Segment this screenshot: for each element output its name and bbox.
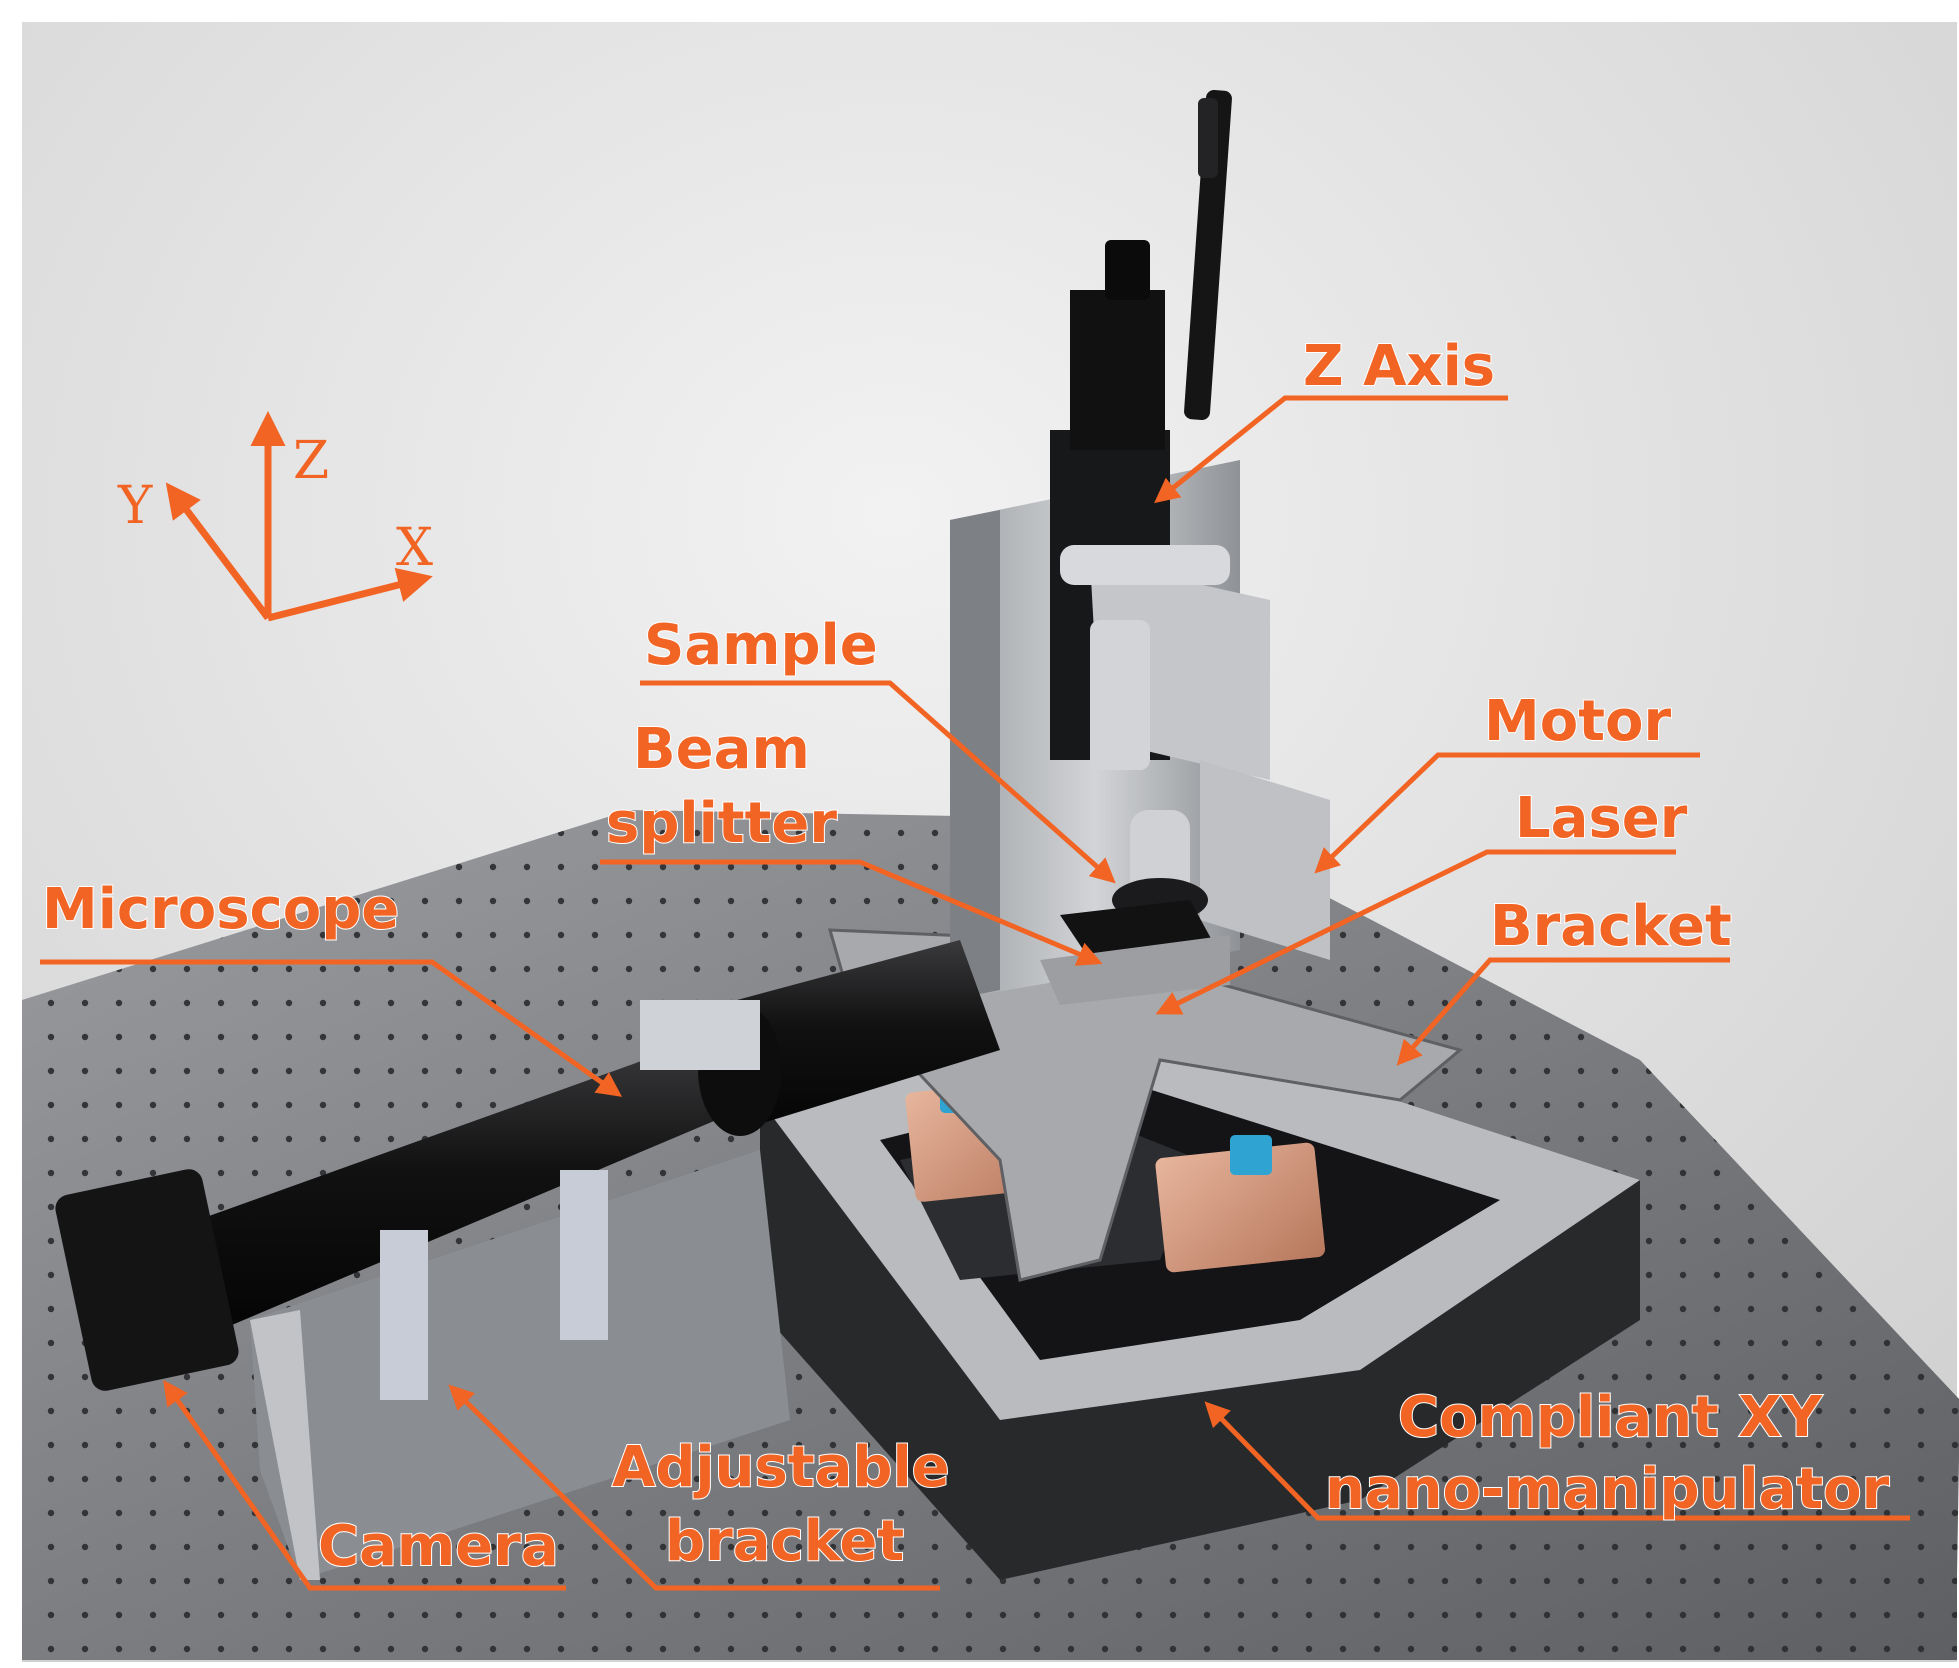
coordinate-axes: Z Y X [117,411,433,622]
label-compliant-line2: nano-manipulator [1325,1457,1890,1522]
callout-labels: Z Axis Sample Beam splitter Motor Laser … [41,333,1891,1580]
label-bracket: Bracket [1490,894,1732,959]
leader-compliant [1204,1401,1910,1521]
leader-motor [1314,752,1700,874]
z-stage [1050,90,1330,960]
axis-label-y: Y [117,476,153,536]
y-axis-arrow [165,482,271,621]
label-beam-splitter-line2: splitter [606,791,837,856]
label-motor: Motor [1484,689,1671,754]
label-microscope: Microscope [42,877,399,942]
leader-z-axis [1154,395,1508,504]
label-adjustable-line1: Adjustable [612,1435,950,1500]
label-adjustable-line2: bracket [665,1509,904,1574]
label-beam-splitter-line1: Beam [633,717,810,782]
adjustable-bracket-stand [250,1000,790,1580]
label-sample: Sample [644,613,878,678]
x-axis-arrow [267,567,433,622]
leader-laser [1155,849,1676,1015]
label-compliant-line1: Compliant XY [1398,1385,1823,1450]
leader-camera [163,1379,566,1591]
leader-adjustable-bracket [448,1384,940,1591]
label-laser: Laser [1515,786,1688,851]
label-z-axis: Z Axis [1303,334,1495,399]
axis-label-z: Z [293,431,329,491]
axis-label-x: X [396,518,433,578]
leader-bracket [1396,957,1730,1066]
callout-lines [40,395,1910,1591]
leader-microscope [40,959,623,1097]
leader-sample [640,680,1116,884]
label-camera: Camera [318,1514,559,1579]
leader-beam-splitter [600,859,1103,966]
